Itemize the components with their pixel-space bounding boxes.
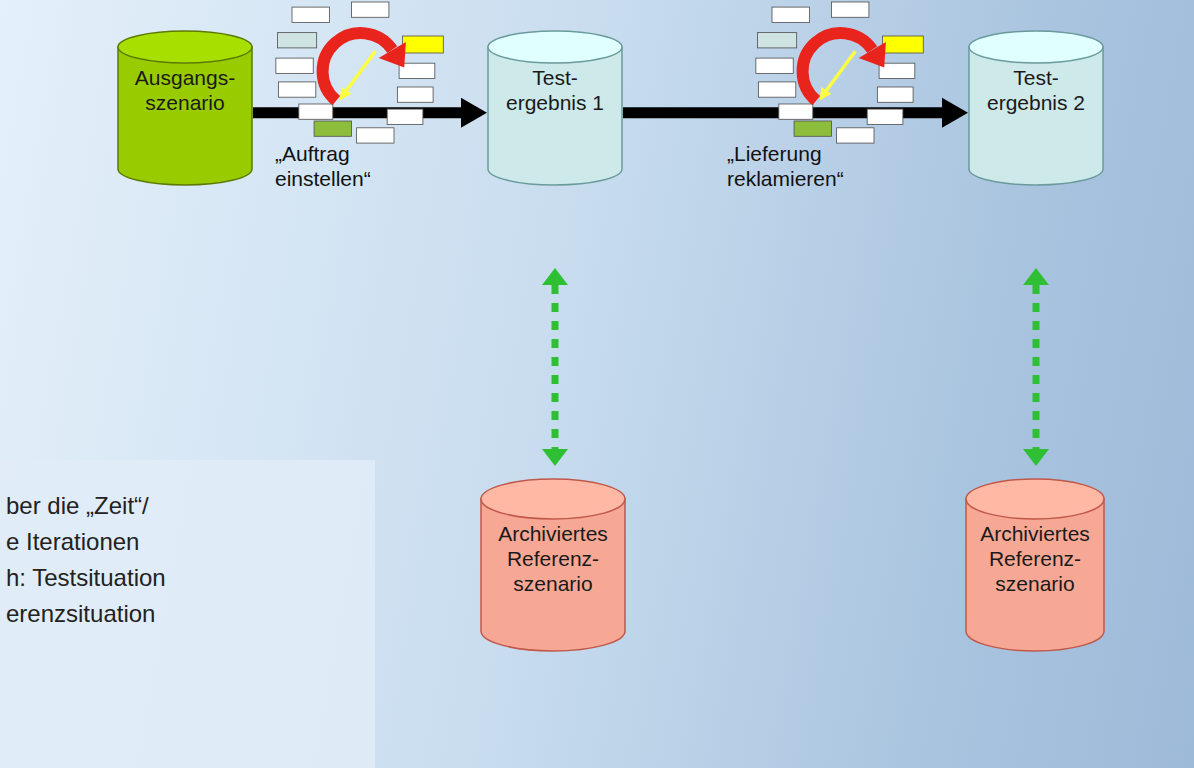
cylinder-body bbox=[969, 47, 1103, 185]
text-holder: Test- ergebnis 1 bbox=[487, 65, 623, 115]
cylinder-top bbox=[966, 479, 1104, 519]
text-holder: Test- ergebnis 2 bbox=[968, 65, 1104, 115]
cylinder-top bbox=[969, 31, 1103, 63]
test-result-cylinder: Test- ergebnis 1 bbox=[487, 30, 623, 186]
text-holder: Archiviertes Referenz- szenario bbox=[480, 521, 626, 596]
node-label: Ausgangs- szenario bbox=[134, 65, 237, 115]
reference-cylinder: Archiviertes Referenz- szenario bbox=[965, 478, 1105, 652]
node-label: Test- ergebnis 2 bbox=[986, 65, 1087, 115]
process-cycle-icon bbox=[276, 2, 443, 143]
test-result-cylinder: Test- ergebnis 2 bbox=[968, 30, 1104, 186]
node-label: Test- ergebnis 1 bbox=[505, 65, 606, 115]
note-panel: ber die „Zeit“/ e Iterationenh: Testsitu… bbox=[0, 460, 375, 768]
cylinder-body bbox=[966, 499, 1104, 651]
cylinder-top bbox=[481, 479, 625, 519]
note-text: ber die „Zeit“/ e Iterationen bbox=[6, 488, 151, 560]
text-holder: Archiviertes Referenz- szenario bbox=[965, 521, 1105, 596]
compare-arrow bbox=[552, 285, 559, 449]
compare-arrow bbox=[1033, 285, 1040, 449]
flow-arrow bbox=[253, 107, 461, 118]
start-scenario-cylinder: Ausgangs- szenario bbox=[117, 30, 253, 186]
cylinder-top bbox=[488, 31, 622, 63]
cylinder-body bbox=[488, 47, 622, 185]
process-cycle-icon bbox=[756, 2, 923, 143]
node-label: Archiviertes Referenz- szenario bbox=[979, 521, 1091, 596]
cylinder-body bbox=[118, 47, 252, 185]
edge-label: „Lieferung reklamieren“ bbox=[727, 141, 846, 191]
text-holder: Ausgangs- szenario bbox=[117, 65, 253, 115]
cylinder-body bbox=[481, 499, 625, 651]
reference-cylinder: Archiviertes Referenz- szenario bbox=[480, 478, 626, 652]
cylinder-top bbox=[118, 31, 252, 63]
node-label: Archiviertes Referenz- szenario bbox=[497, 521, 609, 596]
note-text: h: Testsituation erenzsituation bbox=[6, 560, 168, 632]
edge-label: „Auftrag einstellen“ bbox=[275, 141, 373, 191]
